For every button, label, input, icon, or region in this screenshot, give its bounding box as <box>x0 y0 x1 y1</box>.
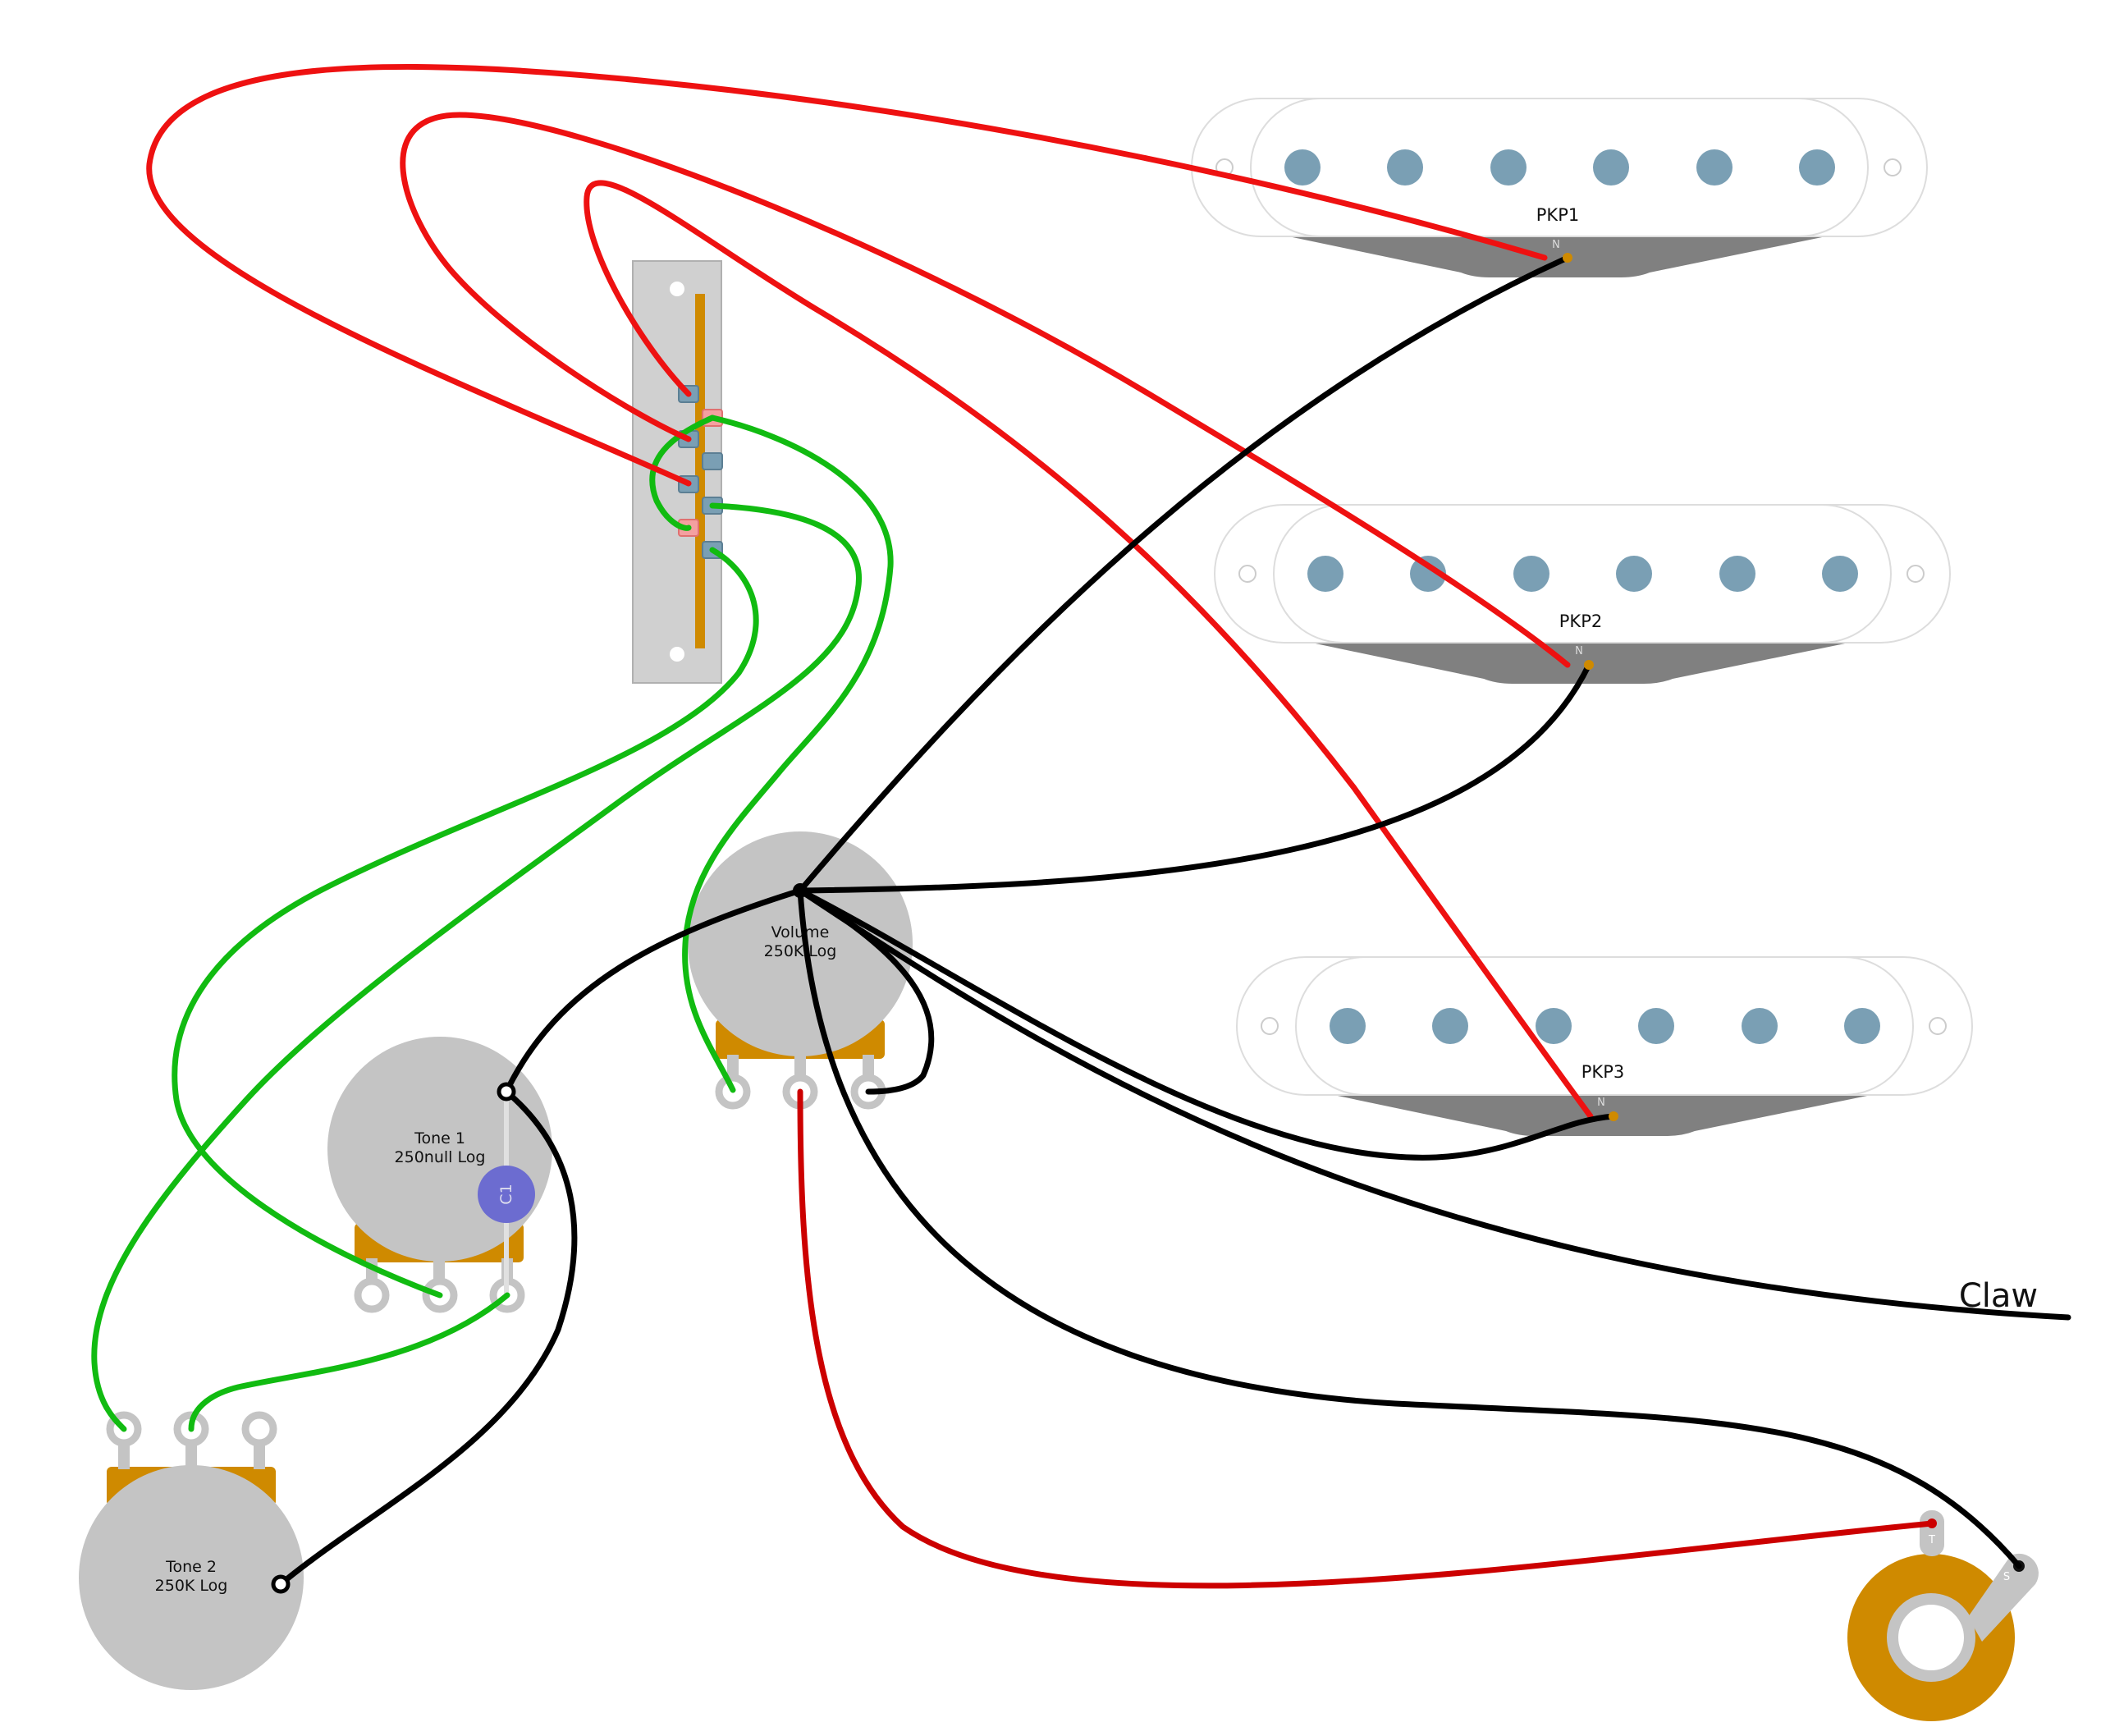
ground-wire-volume-lug <box>797 887 935 1095</box>
pole-piece <box>1410 556 1446 592</box>
screw-hole-icon <box>1261 1017 1279 1035</box>
pot-lug-stem <box>433 1258 445 1283</box>
pole-piece <box>1387 149 1423 186</box>
pole-piece <box>1616 556 1652 592</box>
pickup-1-base <box>1289 236 1826 277</box>
pickup-3: PKP3 N <box>1236 956 1973 1136</box>
ground-wires <box>271 254 2071 1594</box>
pickup-1-cover <box>1250 98 1869 237</box>
tone2-pot-name: Tone 2 <box>165 1558 217 1576</box>
switch-plate <box>632 260 722 684</box>
jack-sleeve-label: S <box>2003 1571 2010 1583</box>
tone2-pot-value: 250K Log <box>155 1577 228 1595</box>
hot-wire-pkp1 <box>146 63 1548 487</box>
screw-hole-icon <box>1238 565 1256 583</box>
ground-wire-jack <box>797 887 2022 1569</box>
capacitor-label: C1 <box>497 1184 515 1204</box>
pickup-1: PKP1 N <box>1191 98 1928 277</box>
pot-lug-stem <box>863 1055 874 1079</box>
ground-wire-tone1 <box>503 887 803 1095</box>
pickup-terminals <box>1563 253 1618 1121</box>
pickup-1-label: PKP1 <box>1536 205 1579 225</box>
pickup-2-base <box>1311 643 1849 684</box>
pickup-2-label: PKP2 <box>1559 611 1602 631</box>
hot-wire-pkp3 <box>584 180 1594 1120</box>
capacitor <box>478 1166 535 1223</box>
ground-junction <box>793 883 808 898</box>
jack-tip-lug <box>1920 1510 1944 1556</box>
pickup-3-north-marker: N <box>1597 1097 1605 1109</box>
pickup-2-north-marker: N <box>1575 645 1583 657</box>
switch-wire <box>91 502 862 1432</box>
pole-piece <box>1284 149 1321 186</box>
tone1-pot: Tone 1 250null Log C1 <box>327 1037 552 1313</box>
tone1-pot-value: 250null Log <box>395 1148 486 1166</box>
pole-piece <box>1432 1008 1468 1044</box>
pole-piece <box>1513 556 1549 592</box>
pole-piece <box>1536 1008 1572 1044</box>
tone2-pot: Tone 2 250K Log <box>79 1411 304 1690</box>
pole-piece <box>1490 149 1527 186</box>
switch-wire <box>172 547 759 1299</box>
ground-wire-tone2 <box>277 1088 578 1587</box>
switch-lug <box>702 452 723 470</box>
pole-piece <box>1742 1008 1778 1044</box>
pickup-3-label: PKP3 <box>1581 1062 1624 1082</box>
pickup-1-north-marker: N <box>1552 239 1560 251</box>
pot-lug <box>241 1411 277 1447</box>
volume-pot-value: 250K Log <box>764 942 837 960</box>
volume-pot-name: Volume <box>771 923 830 941</box>
ground-wire-claw <box>797 887 2071 1321</box>
screw-hole-icon <box>670 282 684 296</box>
pickup-terminal <box>1584 660 1594 670</box>
screw-hole-icon <box>1884 158 1902 176</box>
hot-wire-pkp2 <box>400 112 1571 668</box>
pole-piece <box>1330 1008 1366 1044</box>
pole-piece <box>1593 149 1629 186</box>
pot-lug <box>354 1277 390 1313</box>
jack-ring <box>1887 1593 1975 1682</box>
pole-piece <box>1844 1008 1880 1044</box>
pole-piece <box>1307 556 1343 592</box>
solder-point <box>271 1574 291 1594</box>
ground-wire-pkp2 <box>797 662 1592 894</box>
screw-hole-icon <box>1929 1017 1947 1035</box>
pickup-2: PKP2 N <box>1214 504 1951 684</box>
pickup-3-cover <box>1295 956 1914 1096</box>
switch-wire <box>188 1292 510 1432</box>
screw-hole-icon <box>1906 565 1925 583</box>
screw-hole-icon <box>670 647 684 662</box>
ground-wire-pkp1 <box>797 254 1571 894</box>
hot-wire-jack <box>797 1088 1935 1589</box>
switch-wires <box>91 415 894 1432</box>
pole-piece <box>1719 556 1755 592</box>
pickup-2-cover <box>1273 504 1892 644</box>
output-jack: T S <box>1847 1510 2039 1721</box>
ground-wire-pkp3 <box>797 887 1617 1161</box>
pole-piece <box>1638 1008 1674 1044</box>
switch-wire <box>649 415 716 531</box>
tone1-pot-name: Tone 1 <box>414 1129 465 1147</box>
switch-wire <box>682 415 894 1093</box>
pole-piece <box>1799 149 1835 186</box>
claw-label: Claw <box>1959 1277 2038 1315</box>
pole-piece <box>1822 556 1858 592</box>
pickup-terminal <box>1609 1111 1618 1121</box>
jack-sleeve-lug <box>1968 1553 2039 1642</box>
pickup-terminal <box>1563 253 1572 263</box>
tone2-pot-body <box>79 1465 304 1690</box>
jack-tip-label: T <box>1928 1534 1935 1546</box>
switch-contact-rail <box>695 294 705 648</box>
solder-point <box>497 1082 516 1102</box>
hot-wires <box>146 63 1935 1589</box>
selector-switch <box>632 260 723 684</box>
pot-lug-stem <box>794 1055 806 1079</box>
pole-piece <box>1696 149 1733 186</box>
pot-lug-stem <box>727 1055 739 1079</box>
